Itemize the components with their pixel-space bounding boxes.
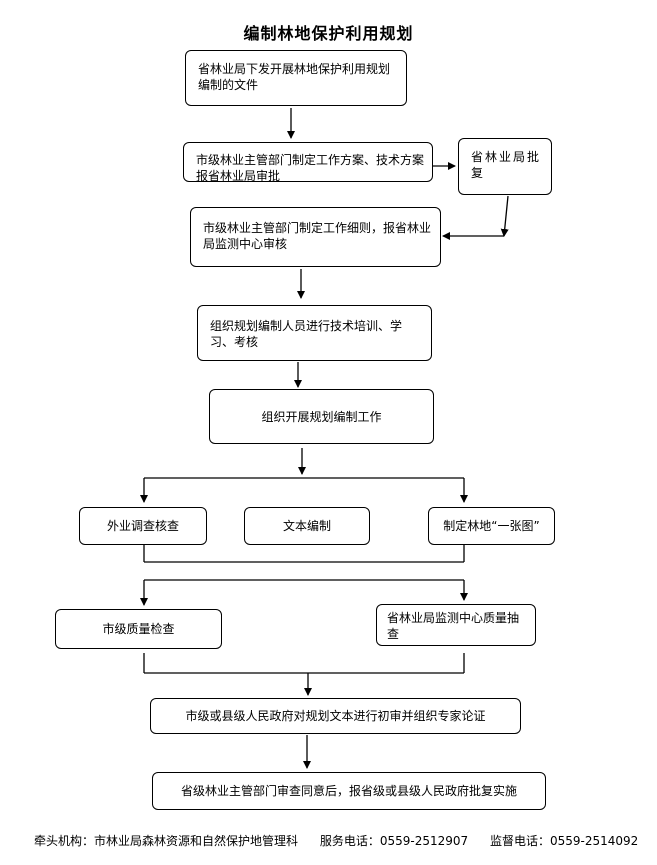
- step-provincial-approval: 省林业局批复: [458, 138, 552, 195]
- step-provincial-approval-label: 省林业局批复: [471, 150, 542, 180]
- footer-service-phone: 服务电话：0559-2512907: [319, 834, 469, 848]
- approve-down-line: [500, 195, 509, 237]
- step-final-approval-label: 省级林业主管部门审查同意后，报省级或县级人民政府批复实施: [180, 784, 517, 798]
- check-provincial-sampling-label: 省林业局监测中心质量抽查: [387, 611, 520, 641]
- branch-field-survey-label: 外业调查核查: [106, 519, 179, 533]
- check-provincial-sampling: 省林业局监测中心质量抽查: [376, 604, 536, 646]
- branch-text-compilation: 文本编制: [244, 507, 370, 545]
- branch-one-map-label: 制定林地“一张图”: [443, 519, 540, 533]
- step-work-plan: 市级林业主管部门制定工作方案、技术方案报省林业局审批: [183, 142, 433, 182]
- step-issue-document-label: 省林业局下发开展林地保护利用规划编制的文件: [198, 62, 391, 92]
- diagram-title: 编制林地保护利用规划: [243, 24, 414, 43]
- step-organize-work: 组织开展规划编制工作: [209, 389, 434, 444]
- step-training-label: 组织规划编制人员进行技术培训、学习、考核: [210, 319, 403, 349]
- step-issue-document: 省林业局下发开展林地保护利用规划编制的文件: [185, 50, 407, 106]
- step-preliminary-review-label: 市级或县级人民政府对规划文本进行初审并组织专家论证: [185, 709, 486, 723]
- step-organize-work-label: 组织开展规划编制工作: [261, 409, 382, 424]
- step-training: 组织规划编制人员进行技术培训、学习、考核: [197, 305, 432, 361]
- step-work-plan-label: 市级林业主管部门制定工作方案、技术方案报省林业局审批: [196, 153, 425, 182]
- footer: 牵头机构：市林业局森林资源和自然保护地管理科 服务电话：0559-2512907…: [34, 832, 656, 849]
- step-preliminary-review: 市级或县级人民政府对规划文本进行初审并组织专家论证: [150, 698, 521, 734]
- branch-text-compilation-label: 文本编制: [282, 519, 331, 533]
- step-final-approval: 省级林业主管部门审查同意后，报省级或县级人民政府批复实施: [152, 772, 546, 810]
- check-city-quality-label: 市级质量检查: [102, 622, 175, 636]
- branch-field-survey: 外业调查核查: [79, 507, 207, 545]
- step-work-rules-label: 市级林业主管部门制定工作细则，报省林业局监测中心审核: [203, 221, 432, 251]
- footer-org: 牵头机构：市林业局森林资源和自然保护地管理科: [34, 834, 299, 848]
- check-city-quality: 市级质量检查: [55, 609, 222, 649]
- footer-supervise-phone: 监督电话：0559-2514092: [490, 834, 639, 848]
- branch-one-map: 制定林地“一张图”: [428, 507, 555, 545]
- step-work-rules: 市级林业主管部门制定工作细则，报省林业局监测中心审核: [190, 207, 441, 267]
